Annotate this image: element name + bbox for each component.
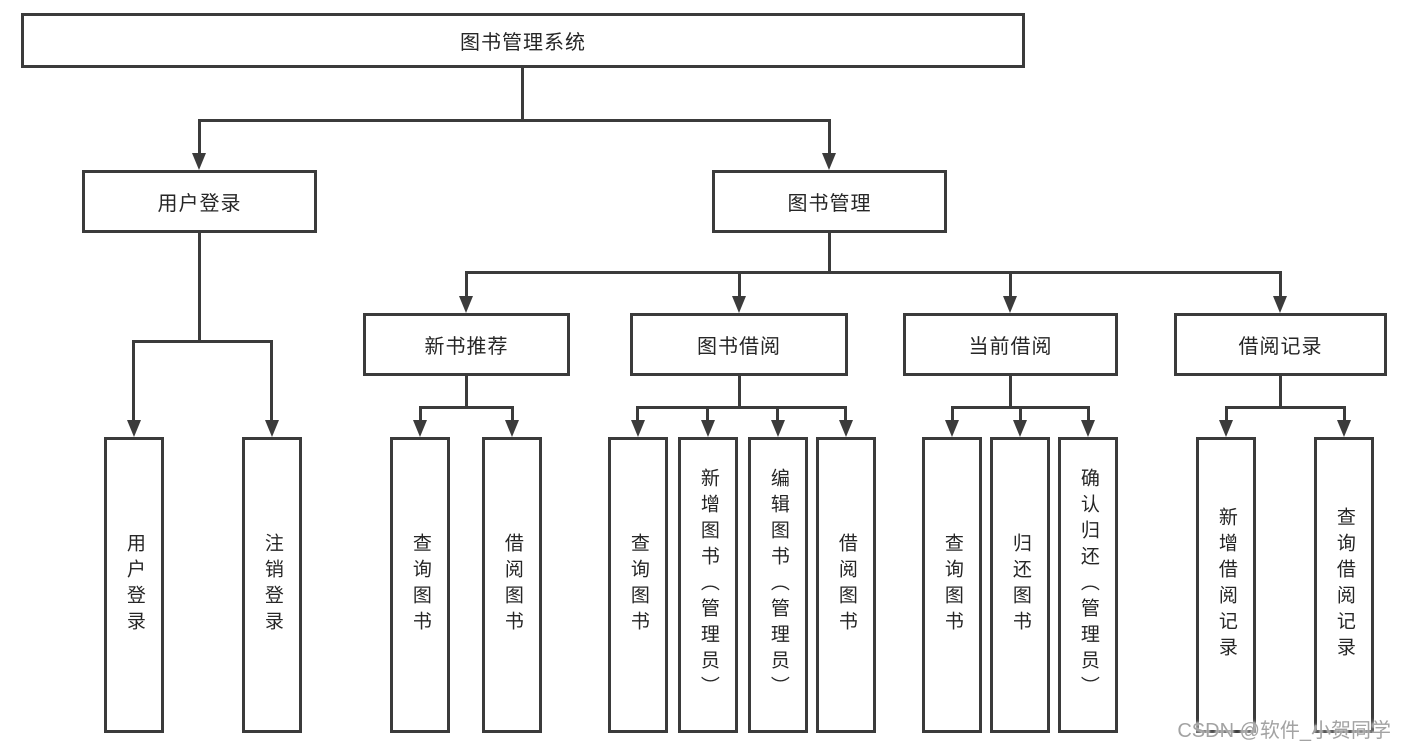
node-label: 图书管理: [787, 193, 872, 215]
arrow-down-icon: [1013, 420, 1027, 437]
leaf-label: 确认归还（管理员）: [1077, 468, 1099, 702]
connector-line: [1087, 406, 1090, 422]
arrow-down-icon: [265, 420, 279, 437]
connector-line: [1279, 271, 1282, 298]
leaf-query-books: 查询图书: [922, 437, 982, 733]
arrow-down-icon: [1081, 420, 1095, 437]
node-root-system: 图书管理系统: [21, 13, 1025, 68]
node-label: 图书借阅: [697, 336, 781, 358]
connector-line: [1225, 406, 1228, 422]
arrow-down-icon: [701, 420, 715, 437]
connector-line: [198, 233, 201, 340]
connector-root-bar: [198, 119, 831, 122]
connector-bar: [1225, 406, 1346, 409]
arrow-down-icon: [1219, 420, 1233, 437]
leaf-confirm-return-admin: 确认归还（管理员）: [1058, 437, 1118, 733]
leaf-edit-books-admin: 编辑图书（管理员）: [748, 437, 808, 733]
leaf-label: 查询图书: [627, 533, 649, 637]
arrow-down-icon: [1273, 296, 1287, 313]
leaf-label: 归还图书: [1009, 533, 1031, 637]
arrow-down-icon: [771, 420, 785, 437]
leaf-label: 用户登录: [123, 533, 145, 637]
connector-line: [951, 406, 954, 422]
leaf-label: 新增借阅记录: [1215, 507, 1237, 663]
leaf-label: 编辑图书（管理员）: [767, 468, 789, 702]
leaf-label: 查询图书: [941, 533, 963, 637]
node-user-login: 用户登录: [82, 170, 317, 233]
node-new-book-recommend: 新书推荐: [363, 313, 570, 376]
connector-line: [738, 271, 741, 298]
connector-root-stem: [521, 68, 524, 119]
connector-line: [198, 119, 201, 155]
connector-line: [465, 271, 468, 298]
csdn-watermark: CSDN @软件_小贺同学: [1177, 720, 1391, 742]
connector-line: [828, 119, 831, 155]
leaf-label: 注销登录: [261, 533, 283, 637]
node-label: 借阅记录: [1238, 336, 1323, 358]
arrow-down-icon: [822, 153, 836, 170]
connector-line: [1009, 376, 1012, 406]
connector-line: [419, 406, 422, 422]
arrow-down-icon: [505, 420, 519, 437]
arrow-down-icon: [1003, 296, 1017, 313]
node-current-borrow: 当前借阅: [903, 313, 1118, 376]
leaf-label: 新增图书（管理员）: [697, 468, 719, 702]
leaf-query-borrow-record: 查询借阅记录: [1314, 437, 1374, 733]
arrow-down-icon: [631, 420, 645, 437]
connector-bar: [465, 271, 1282, 274]
connector-line: [1343, 406, 1346, 422]
connector-line: [465, 376, 468, 406]
connector-line: [776, 406, 779, 422]
arrow-down-icon: [413, 420, 427, 437]
arrow-down-icon: [459, 296, 473, 313]
leaf-return-books: 归还图书: [990, 437, 1050, 733]
leaf-query-books: 查询图书: [390, 437, 450, 733]
leaf-label: 查询借阅记录: [1333, 507, 1355, 663]
leaf-label: 借阅图书: [501, 533, 523, 637]
arrow-down-icon: [1337, 420, 1351, 437]
node-label: 图书管理系统: [460, 32, 586, 54]
connector-bar: [132, 340, 273, 343]
arrow-down-icon: [839, 420, 853, 437]
node-book-borrow: 图书借阅: [630, 313, 848, 376]
connector-line: [828, 233, 831, 271]
arrow-down-icon: [127, 420, 141, 437]
arrow-down-icon: [945, 420, 959, 437]
leaf-query-books: 查询图书: [608, 437, 668, 733]
node-label: 当前借阅: [968, 336, 1053, 358]
leaf-borrow-books: 借阅图书: [816, 437, 876, 733]
leaf-logout: 注销登录: [242, 437, 302, 733]
connector-line: [636, 406, 639, 422]
leaf-user-login: 用户登录: [104, 437, 164, 733]
leaf-label: 借阅图书: [835, 533, 857, 637]
connector-line: [1279, 376, 1282, 406]
node-label: 用户登录: [157, 193, 242, 215]
connector-bar: [636, 406, 847, 409]
connector-line: [706, 406, 709, 422]
leaf-add-borrow-record: 新增借阅记录: [1196, 437, 1256, 733]
connector-line: [511, 406, 514, 422]
arrow-down-icon: [732, 296, 746, 313]
leaf-add-books-admin: 新增图书（管理员）: [678, 437, 738, 733]
connector-line: [1009, 271, 1012, 298]
connector-line: [1019, 406, 1022, 422]
arrow-down-icon: [192, 153, 206, 170]
connector-line: [738, 376, 741, 406]
leaf-borrow-books: 借阅图书: [482, 437, 542, 733]
leaf-label: 查询图书: [409, 533, 431, 637]
connector-line: [844, 406, 847, 422]
node-book-management: 图书管理: [712, 170, 947, 233]
connector-line: [132, 340, 135, 422]
node-borrow-records: 借阅记录: [1174, 313, 1387, 376]
connector-line: [270, 340, 273, 422]
connector-bar: [419, 406, 514, 409]
node-label: 新书推荐: [424, 336, 509, 358]
